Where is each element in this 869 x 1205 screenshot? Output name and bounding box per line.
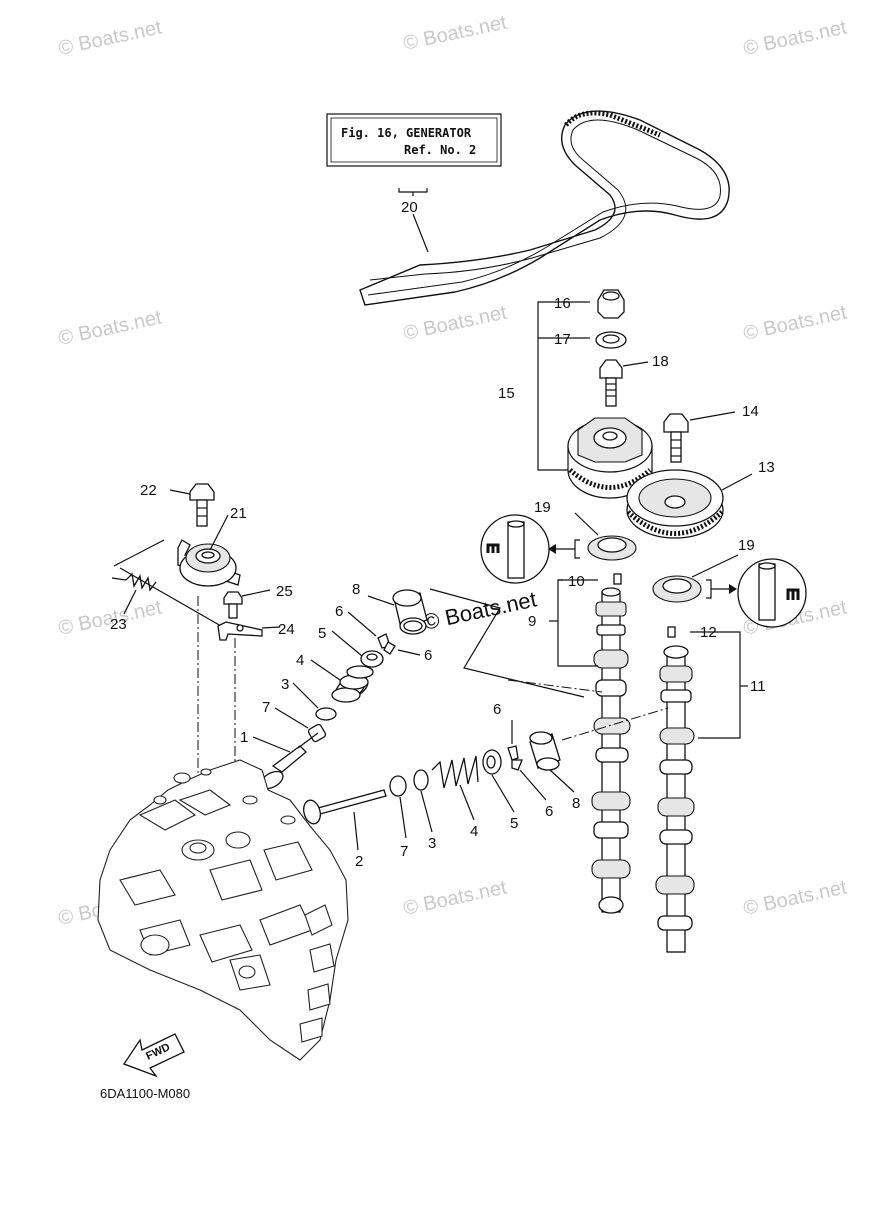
part-10-pin — [613, 573, 622, 585]
callout-6a: 6 — [335, 603, 343, 620]
watermark: © Boats.net — [401, 301, 509, 344]
callouts: 20 16 17 18 15 14 13 19 19 10 9 12 11 22… — [110, 199, 775, 870]
callout-11: 11 — [750, 678, 766, 695]
part-14-bolt — [663, 411, 736, 463]
callout-24: 24 — [278, 621, 295, 638]
watermark: © Boats.net — [741, 876, 849, 919]
part-13-pulley — [626, 469, 753, 539]
watermark: © Boats.net — [56, 16, 164, 59]
timing-belt — [359, 110, 730, 306]
callout-5b: 5 — [510, 815, 518, 832]
reference-box: Fig. 16, GENERATOR Ref. No. 2 — [326, 113, 502, 196]
callout-9: 9 — [528, 613, 536, 630]
callout-21: 21 — [230, 505, 247, 522]
part-25-bolt — [223, 589, 271, 619]
watermark: © Boats.net — [741, 301, 849, 344]
part-19-seal-left — [480, 512, 637, 584]
brackets-9-11 — [549, 579, 748, 739]
callout-7a: 7 — [262, 699, 270, 716]
part-17-washer — [595, 331, 627, 349]
callout-3a: 3 — [281, 676, 289, 693]
callout-22: 22 — [140, 482, 157, 499]
callout-6d: 6 — [545, 803, 553, 820]
cylinder-head — [97, 759, 349, 1061]
callout-4a: 4 — [296, 652, 304, 669]
valve-train-upper — [252, 589, 428, 790]
reference-line-1: Fig. 16, GENERATOR — [341, 126, 472, 140]
callout-5a: 5 — [318, 625, 326, 642]
part-12-pin — [667, 626, 676, 638]
callout-19b: 19 — [738, 537, 755, 554]
callout-7b: 7 — [400, 843, 408, 860]
callout-1: 1 — [240, 729, 248, 746]
callout-13: 13 — [758, 459, 775, 476]
callout-12: 12 — [700, 624, 717, 641]
fwd-arrow: FWD — [123, 1033, 185, 1078]
callout-8a: 8 — [352, 581, 360, 598]
callout-10: 10 — [568, 573, 585, 590]
callout-19a: 19 — [534, 499, 551, 516]
callout-16: 16 — [554, 295, 571, 312]
callout-25: 25 — [276, 583, 293, 600]
watermark: © Boats.net — [401, 11, 509, 54]
part-22-bolt — [169, 483, 215, 527]
callout-23: 23 — [110, 616, 127, 633]
part-16-nut — [597, 289, 625, 319]
bracket-15 — [537, 301, 590, 471]
callout-18: 18 — [652, 353, 669, 370]
reference-line-2: Ref. No. 2 — [404, 143, 476, 157]
watermark-center: © Boats.net — [421, 586, 539, 634]
callout-17: 17 — [554, 331, 571, 348]
callout-6c: 6 — [493, 701, 501, 718]
part-15-cam-pulley — [567, 417, 653, 499]
callout-4b: 4 — [470, 823, 478, 840]
part-11-camshaft — [655, 645, 695, 953]
callout-3b: 3 — [428, 835, 436, 852]
watermark: © Boats.net — [56, 306, 164, 349]
part-23-spring — [111, 539, 229, 631]
part-18-bolt — [599, 359, 649, 407]
part-21-tensioner — [177, 514, 241, 587]
part-9-camshaft — [591, 587, 631, 914]
callout-15: 15 — [498, 385, 515, 402]
callout-8b: 8 — [572, 795, 580, 812]
valve-train-lower — [303, 720, 575, 851]
callout-2: 2 — [355, 853, 363, 870]
part-24-bracket — [217, 621, 281, 641]
watermark: © Boats.net — [401, 876, 509, 919]
diagram-code: 6DA1100-M080 — [100, 1086, 190, 1101]
part-19-seal-right — [652, 554, 807, 628]
callout-14: 14 — [742, 403, 759, 420]
watermark: © Boats.net — [741, 16, 849, 59]
callout-20: 20 — [401, 199, 418, 216]
callout-6b: 6 — [424, 647, 432, 664]
